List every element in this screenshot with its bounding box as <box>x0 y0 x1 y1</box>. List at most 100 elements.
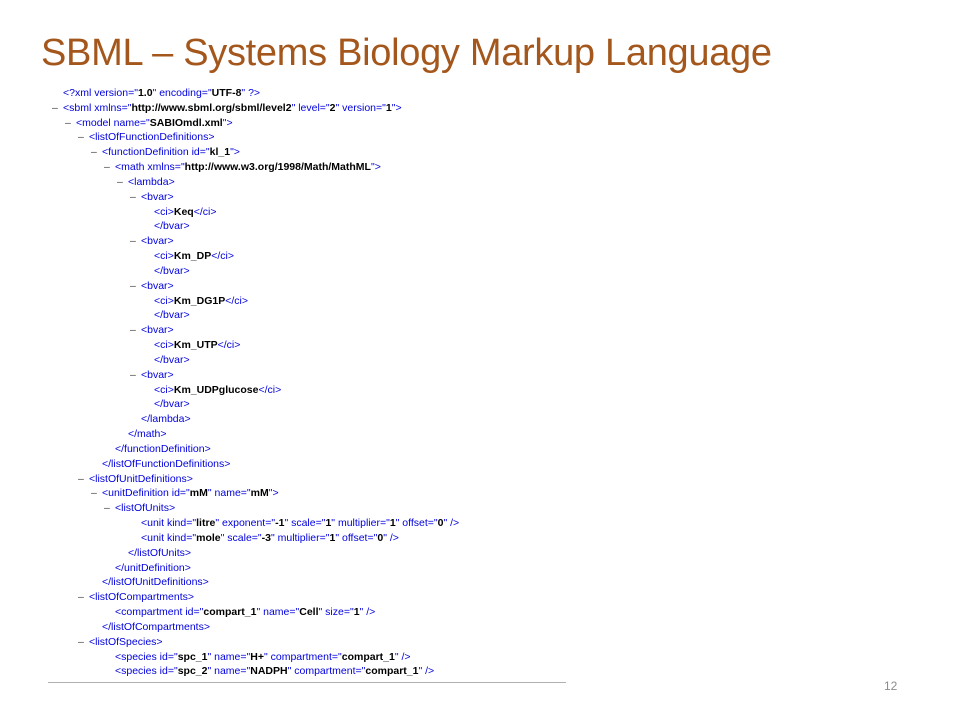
collapse-toggle-icon[interactable]: – <box>78 591 84 604</box>
xml-tree-view: <?xml version="1.0" encoding="UTF-8" ?>–… <box>52 86 567 681</box>
xml-line-text: <species id="spc_1" name="H+" compartmen… <box>115 650 411 663</box>
xml-line-text: </bvar> <box>154 220 190 233</box>
xml-line-text: <bvar> <box>141 279 174 292</box>
xml-line: –<sbml xmlns="http://www.sbml.org/sbml/l… <box>52 101 402 116</box>
xml-line: </unitDefinition> <box>52 561 191 576</box>
collapse-toggle-icon[interactable]: – <box>65 116 71 129</box>
xml-line: –<listOfSpecies> <box>52 635 163 650</box>
xml-line: –<bvar> <box>52 323 174 338</box>
collapse-toggle-icon[interactable]: – <box>130 190 136 203</box>
xml-line-text: </bvar> <box>154 264 190 277</box>
collapse-toggle-icon[interactable]: – <box>91 487 97 500</box>
xml-line-text: </bvar> <box>154 398 190 411</box>
xml-line-text: <unit kind="mole" scale="-3" multiplier=… <box>141 531 399 544</box>
xml-line-text: <unitDefinition id="mM" name="mM"> <box>102 487 279 500</box>
collapse-toggle-icon[interactable]: – <box>130 279 136 292</box>
xml-line: </functionDefinition> <box>52 442 211 457</box>
collapse-toggle-icon[interactable]: – <box>78 131 84 144</box>
xml-line-text: <bvar> <box>141 324 174 337</box>
xml-line-text: </listOfFunctionDefinitions> <box>102 457 231 470</box>
xml-line: </lambda> <box>52 412 191 427</box>
collapse-toggle-icon[interactable]: – <box>117 175 123 188</box>
xml-line: <species id="spc_1" name="H+" compartmen… <box>52 650 411 665</box>
xml-line-text: <?xml version="1.0" encoding="UTF-8" ?> <box>63 87 261 99</box>
xml-line: <ci>Km_UTP</ci> <box>52 338 240 353</box>
xml-line-text: <math xmlns="http://www.w3.org/1998/Math… <box>115 161 381 174</box>
xml-line-text: <listOfCompartments> <box>89 591 195 604</box>
xml-line: <ci>Keq</ci> <box>52 205 216 220</box>
collapse-toggle-icon[interactable]: – <box>130 324 136 337</box>
xml-line-text: </functionDefinition> <box>115 442 211 455</box>
xml-line: <?xml version="1.0" encoding="UTF-8" ?> <box>52 86 260 101</box>
xml-line-text: </math> <box>128 428 167 441</box>
xml-line: <unit kind="litre" exponent="-1" scale="… <box>52 516 459 531</box>
xml-line-text: </unitDefinition> <box>115 561 191 574</box>
xml-line: <ci>Km_DP</ci> <box>52 249 234 264</box>
collapse-toggle-icon[interactable]: – <box>91 146 97 159</box>
xml-line-text: <ci>Km_UDPglucose</ci> <box>154 383 282 396</box>
xml-line: </listOfCompartments> <box>52 620 210 635</box>
xml-line: </bvar> <box>52 308 190 323</box>
xml-line-text: </bvar> <box>154 309 190 322</box>
xml-line: –<math xmlns="http://www.w3.org/1998/Mat… <box>52 160 381 175</box>
collapse-toggle-icon[interactable]: – <box>52 101 58 114</box>
xml-line: </math> <box>52 427 167 442</box>
xml-line: <ci>Km_DG1P</ci> <box>52 294 248 309</box>
xml-line: </bvar> <box>52 219 190 234</box>
xml-line-text: </listOfUnitDefinitions> <box>102 576 209 589</box>
xml-line: <unit kind="mole" scale="-3" multiplier=… <box>52 531 399 546</box>
collapse-toggle-icon[interactable]: – <box>130 235 136 248</box>
xml-line-text: <functionDefinition id="kl_1"> <box>102 146 240 159</box>
xml-line: –<bvar> <box>52 234 174 249</box>
xml-line-text: </bvar> <box>154 353 190 366</box>
xml-line: <ci>Km_UDPglucose</ci> <box>52 383 281 398</box>
xml-line: </bvar> <box>52 397 190 412</box>
xml-line: </listOfUnits> <box>52 546 191 561</box>
xml-line-text: <compartment id="compart_1" name="Cell" … <box>115 606 376 619</box>
xml-line-text: <ci>Km_DP</ci> <box>154 250 234 263</box>
xml-line-text: <listOfFunctionDefinitions> <box>89 131 215 144</box>
xml-line: –<unitDefinition id="mM" name="mM"> <box>52 486 279 501</box>
xml-line: –<listOfFunctionDefinitions> <box>52 130 214 145</box>
xml-line: </listOfUnitDefinitions> <box>52 575 209 590</box>
xml-line-text: </lambda> <box>141 413 191 426</box>
xml-line: –<bvar> <box>52 190 174 205</box>
collapse-toggle-icon[interactable]: – <box>104 502 110 515</box>
xml-line-text: <bvar> <box>141 235 174 248</box>
collapse-toggle-icon[interactable]: – <box>78 635 84 648</box>
xml-line-text: <sbml xmlns="http://www.sbml.org/sbml/le… <box>63 101 402 114</box>
xml-line-text: <ci>Km_DG1P</ci> <box>154 294 248 307</box>
divider-line <box>48 682 566 683</box>
collapse-toggle-icon[interactable]: – <box>78 472 84 485</box>
xml-line-text: <ci>Km_UTP</ci> <box>154 339 241 352</box>
xml-line: –<listOfUnits> <box>52 501 175 516</box>
page-number: 12 <box>884 679 898 693</box>
xml-line-text: <unit kind="litre" exponent="-1" scale="… <box>141 517 460 530</box>
xml-line: </bvar> <box>52 264 190 279</box>
xml-line-text: </listOfUnits> <box>128 546 192 559</box>
xml-line: –<listOfCompartments> <box>52 590 194 605</box>
xml-line-text: <species id="spc_2" name="NADPH" compart… <box>115 665 435 678</box>
xml-line-text: <lambda> <box>128 175 175 188</box>
xml-line: </bvar> <box>52 353 190 368</box>
collapse-toggle-icon[interactable]: – <box>104 161 110 174</box>
xml-line: –<listOfUnitDefinitions> <box>52 472 193 487</box>
slide-title: SBML – Systems Biology Markup Language <box>41 32 772 74</box>
xml-line-text: <bvar> <box>141 368 174 381</box>
xml-line-text: <ci>Keq</ci> <box>154 205 217 218</box>
xml-line: </listOfFunctionDefinitions> <box>52 457 230 472</box>
xml-line: <species id="spc_2" name="NADPH" compart… <box>52 664 434 679</box>
collapse-toggle-icon[interactable]: – <box>130 368 136 381</box>
xml-line-text: <listOfUnits> <box>115 502 176 515</box>
xml-line-text: </listOfCompartments> <box>102 620 210 633</box>
xml-line-text: <listOfUnitDefinitions> <box>89 472 193 485</box>
xml-line: –<bvar> <box>52 368 174 383</box>
xml-line-text: <bvar> <box>141 190 174 203</box>
xml-line: –<bvar> <box>52 279 174 294</box>
xml-line: –<model name="SABIOmdl.xml"> <box>52 116 233 131</box>
xml-line: <compartment id="compart_1" name="Cell" … <box>52 605 375 620</box>
xml-line: –<functionDefinition id="kl_1"> <box>52 145 240 160</box>
xml-line-text: <listOfSpecies> <box>89 635 163 648</box>
xml-line-text: <model name="SABIOmdl.xml"> <box>76 116 233 129</box>
xml-line: –<lambda> <box>52 175 175 190</box>
